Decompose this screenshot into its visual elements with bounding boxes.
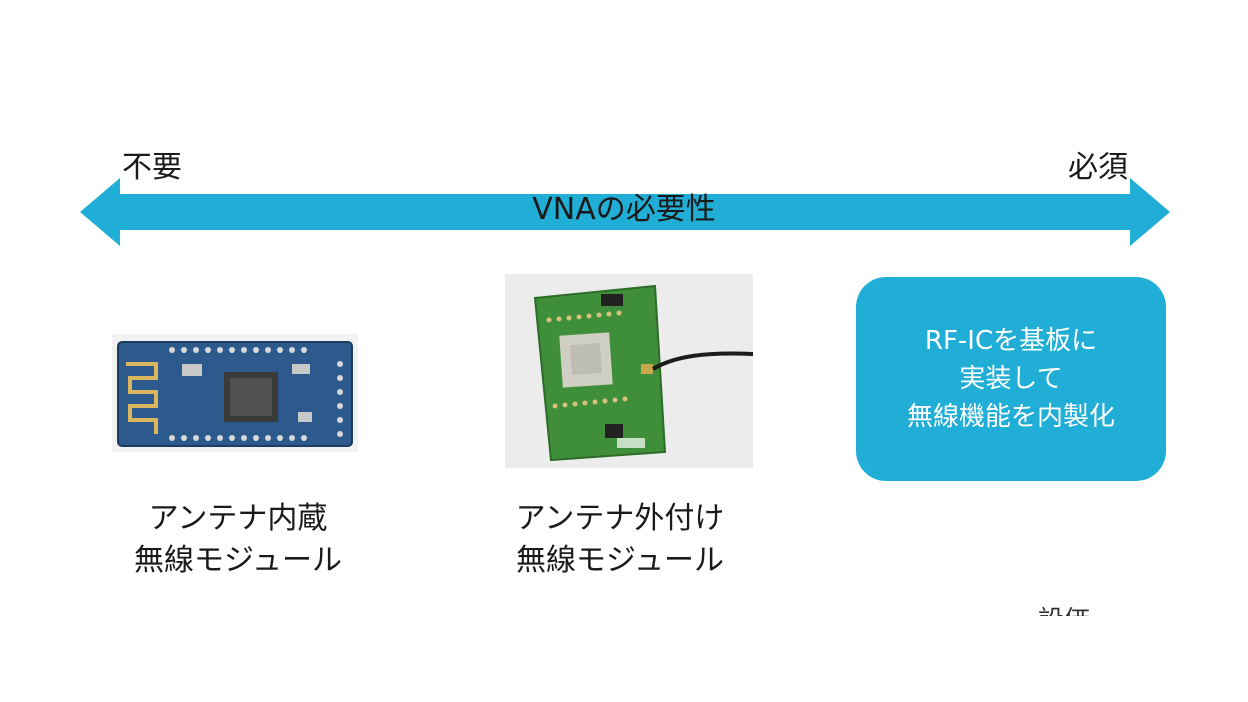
axis-title: VNAの必要性 [532,192,716,227]
box-line: RF-ICを基板に [924,326,1098,356]
double-arrow [80,178,1170,246]
caption-line: 無線モジュール [516,543,724,578]
axis-left-label: 不要 [122,150,182,185]
caption-line: 無線モジュール [134,543,342,578]
caption-line: アンテナ内蔵 [148,501,328,536]
in-house-rf-box: RF-ICを基板に 実装して 無線機能を内製化 [856,277,1166,481]
caption-line: アンテナ外付け [515,501,725,536]
cutoff-text: …設価 [1012,606,1090,616]
box-line: 無線機能を内製化 [906,402,1115,432]
caption-external-antenna-module: アンテナ外付け 無線モジュール [470,498,770,582]
caption-internal-antenna-module: アンテナ内蔵 無線モジュール [88,498,388,582]
internal-antenna-module-photo [112,334,358,452]
box-line: 実装して [959,364,1063,394]
external-antenna-module-photo [505,274,753,468]
axis-right-label: 必須 [1068,150,1128,185]
double-arrow-shape [80,178,1170,246]
